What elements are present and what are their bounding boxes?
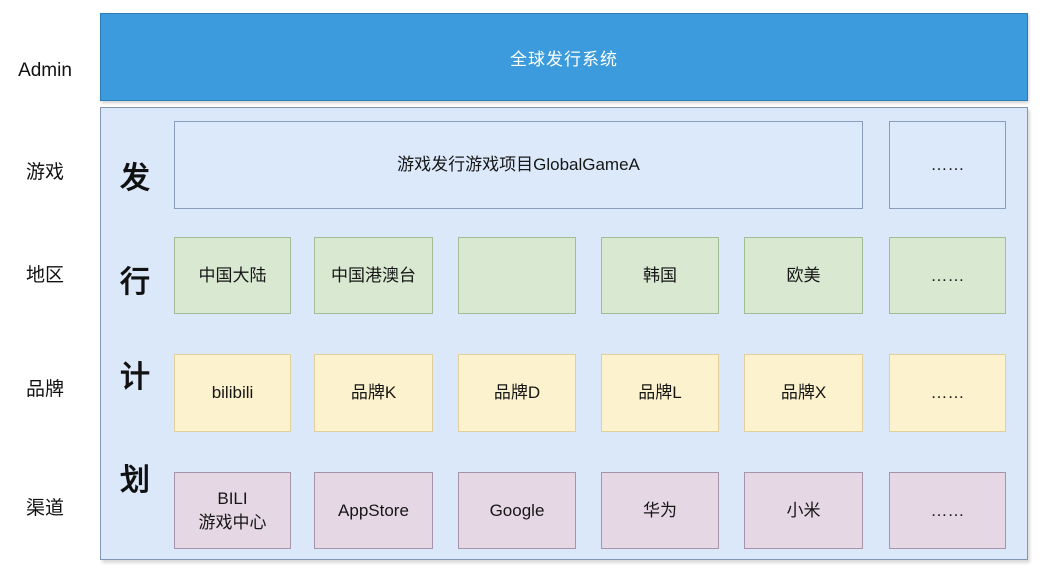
channel-row-box: AppStore: [314, 472, 433, 549]
brand-row-box: 品牌X: [744, 354, 863, 432]
side-label-game: 游戏: [25, 162, 64, 183]
system-header: 全球发行系统: [100, 13, 1028, 101]
brand-row-box: 品牌L: [601, 354, 719, 432]
publish-plan-container: 发 行 计 划 游戏发行游戏项目GlobalGameA …… 中国大陆中国港澳台 韩国…: [100, 107, 1028, 560]
channel-row-box: Google: [458, 472, 576, 549]
channel-row-box: BILI 游戏中心: [174, 472, 291, 549]
vertical-title-char: 划: [120, 464, 150, 497]
region-row-box: [458, 237, 576, 314]
brand-row-box: ……: [889, 354, 1006, 432]
channel-row-box: 华为: [601, 472, 719, 549]
side-label-region: 地区: [25, 265, 64, 286]
region-row-box: 中国大陆: [174, 237, 291, 314]
channel-row-box: 小米: [744, 472, 863, 549]
region-row-box: 韩国: [601, 237, 719, 314]
side-label-admin: Admin: [18, 60, 72, 81]
region-row-box: 欧美: [744, 237, 863, 314]
region-row-box: 中国港澳台: [314, 237, 433, 314]
brand-row-box: 品牌D: [458, 354, 576, 432]
side-label-channel: 渠道: [25, 498, 64, 519]
vertical-title-char: 行: [120, 266, 150, 299]
system-header-title: 全球发行系统: [510, 49, 618, 69]
channel-row-box: ……: [889, 472, 1006, 549]
vertical-title-char: 发: [120, 162, 150, 195]
region-row-box: ……: [889, 237, 1006, 314]
brand-row-box: bilibili: [174, 354, 291, 432]
game-row-box: 游戏发行游戏项目GlobalGameA: [174, 121, 863, 209]
brand-row-box: 品牌K: [314, 354, 433, 432]
vertical-title-char: 计: [120, 361, 150, 394]
game-row-box: ……: [889, 121, 1006, 209]
side-label-brand: 品牌: [25, 379, 64, 400]
